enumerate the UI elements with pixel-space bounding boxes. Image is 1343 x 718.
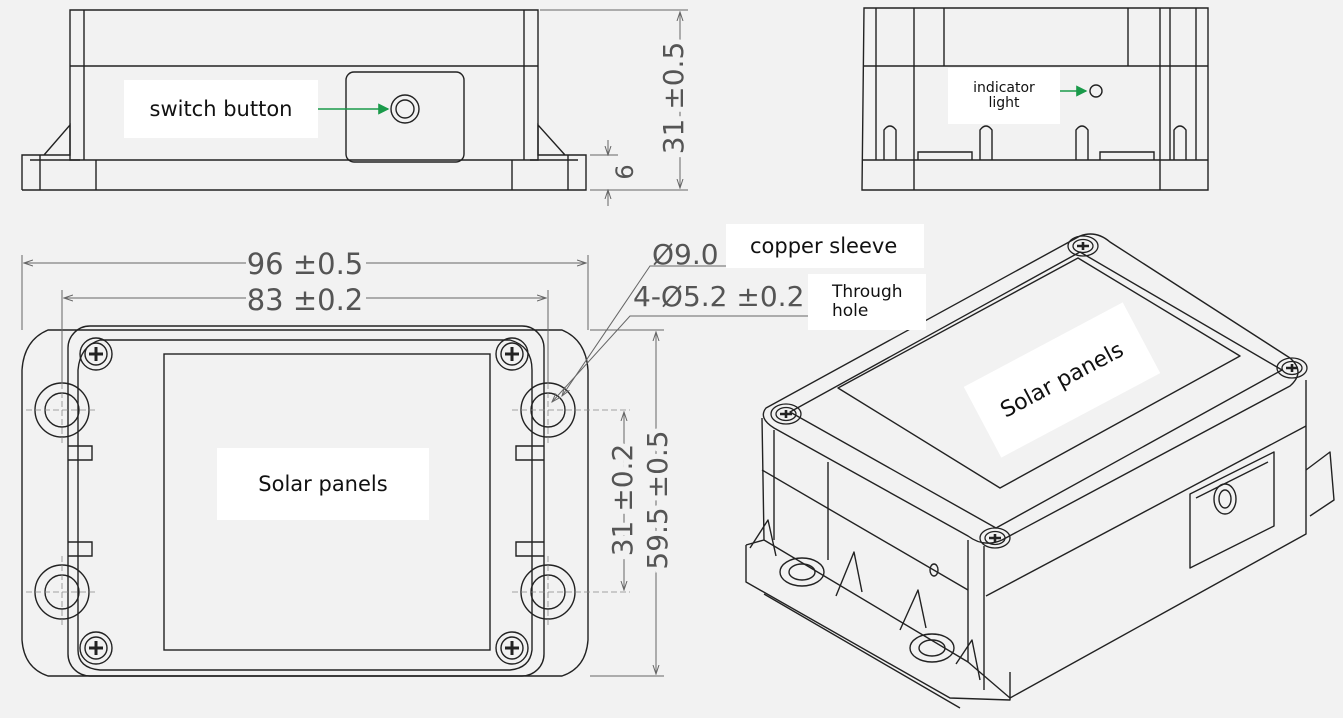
copper-sleeve-label: copper sleeve bbox=[726, 224, 924, 268]
copper-sleeve-label-text: copper sleeve bbox=[750, 234, 898, 258]
hole-centerlines bbox=[26, 374, 630, 628]
width-holes-text: 83 ±0.2 bbox=[247, 283, 364, 317]
indicator-light-label: indicator light bbox=[948, 68, 1060, 124]
solar-panels-top-label: Solar panels bbox=[217, 448, 429, 520]
hole-spacing-text: 31 ±0.2 bbox=[606, 444, 639, 557]
depth-dimensions bbox=[590, 329, 664, 677]
height-dimension-text: 31 ±0.5 bbox=[657, 42, 690, 155]
indicator-light-label-text: indicator light bbox=[973, 80, 1035, 111]
screw-icons bbox=[79, 337, 529, 665]
depth-text: 59.5 ±0.5 bbox=[641, 430, 674, 569]
through-hole-label-text: Through hole bbox=[832, 282, 903, 321]
hole-diameter-text: 4-Ø5.2 ±0.2 bbox=[633, 280, 804, 313]
flange-dimension-text: 6 bbox=[611, 164, 639, 179]
switch-button-label-text: switch button bbox=[149, 97, 293, 121]
top-view bbox=[21, 325, 589, 677]
iso-screw-icons bbox=[770, 235, 1308, 549]
sleeve-diameter-text: Ø9.0 bbox=[652, 238, 719, 271]
height-dimension bbox=[540, 9, 688, 206]
width-dimensions bbox=[21, 255, 589, 383]
diameter-leaders bbox=[552, 265, 808, 402]
width-outer-text: 96 ±0.5 bbox=[247, 247, 364, 281]
front-view bbox=[21, 9, 587, 191]
through-hole-label: Through hole bbox=[808, 274, 926, 330]
switch-button-label: switch button bbox=[124, 80, 318, 138]
side-view bbox=[861, 7, 1209, 191]
solar-panels-top-label-text: Solar panels bbox=[258, 472, 388, 496]
